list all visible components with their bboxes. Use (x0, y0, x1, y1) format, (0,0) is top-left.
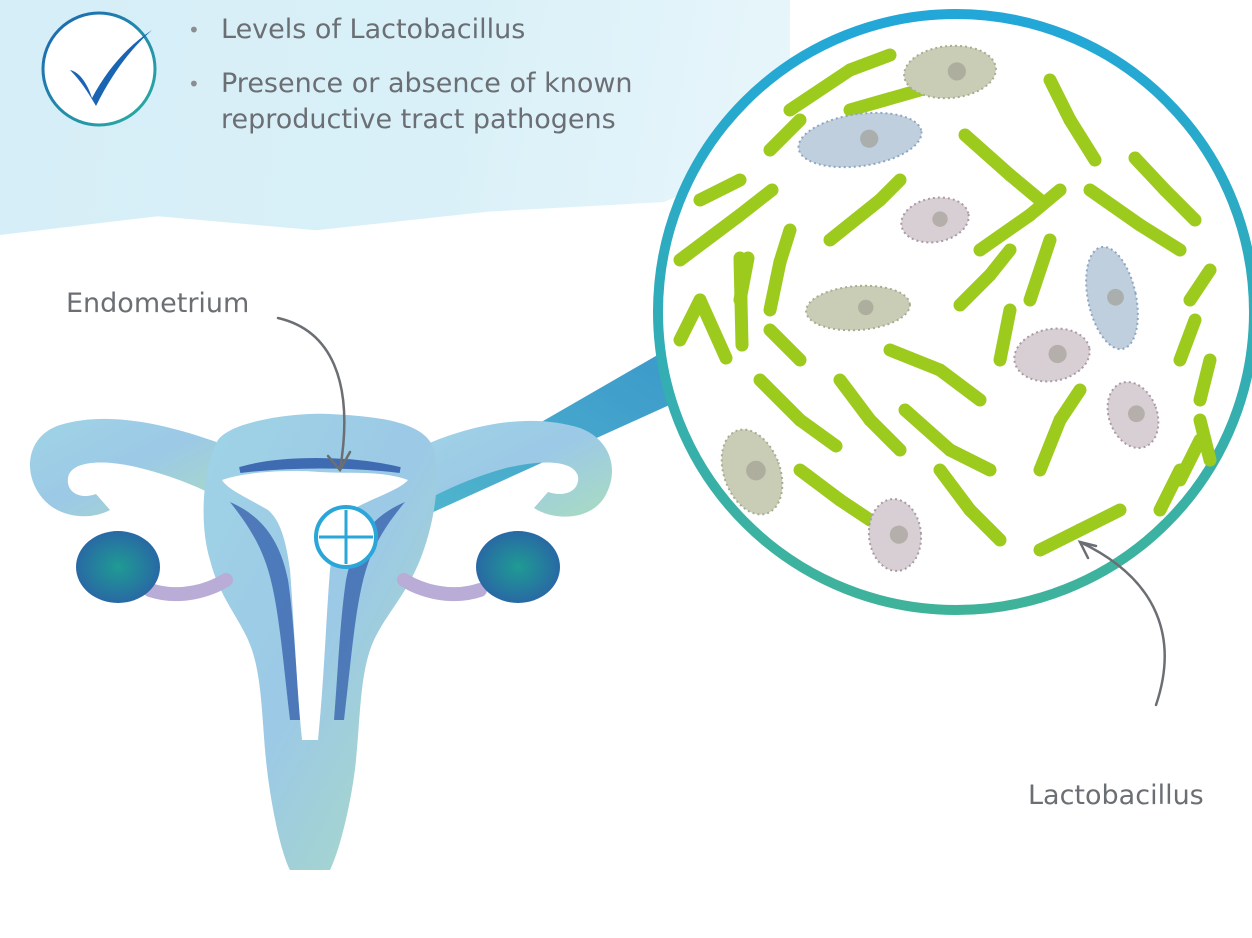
ligament-left (150, 580, 226, 594)
magnifier-plus-icon (316, 507, 376, 567)
lactobacillus-label: Lactobacillus (1028, 780, 1204, 811)
uterus-illustration (30, 414, 612, 870)
endometrium-label: Endometrium (66, 288, 249, 319)
fallopian-tube-left (30, 419, 232, 516)
lactobacillus-rod (740, 258, 742, 345)
magnified-lens (658, 14, 1252, 610)
ovary-left (76, 531, 160, 603)
ovary-right (476, 531, 560, 603)
ligament-right (404, 580, 480, 594)
